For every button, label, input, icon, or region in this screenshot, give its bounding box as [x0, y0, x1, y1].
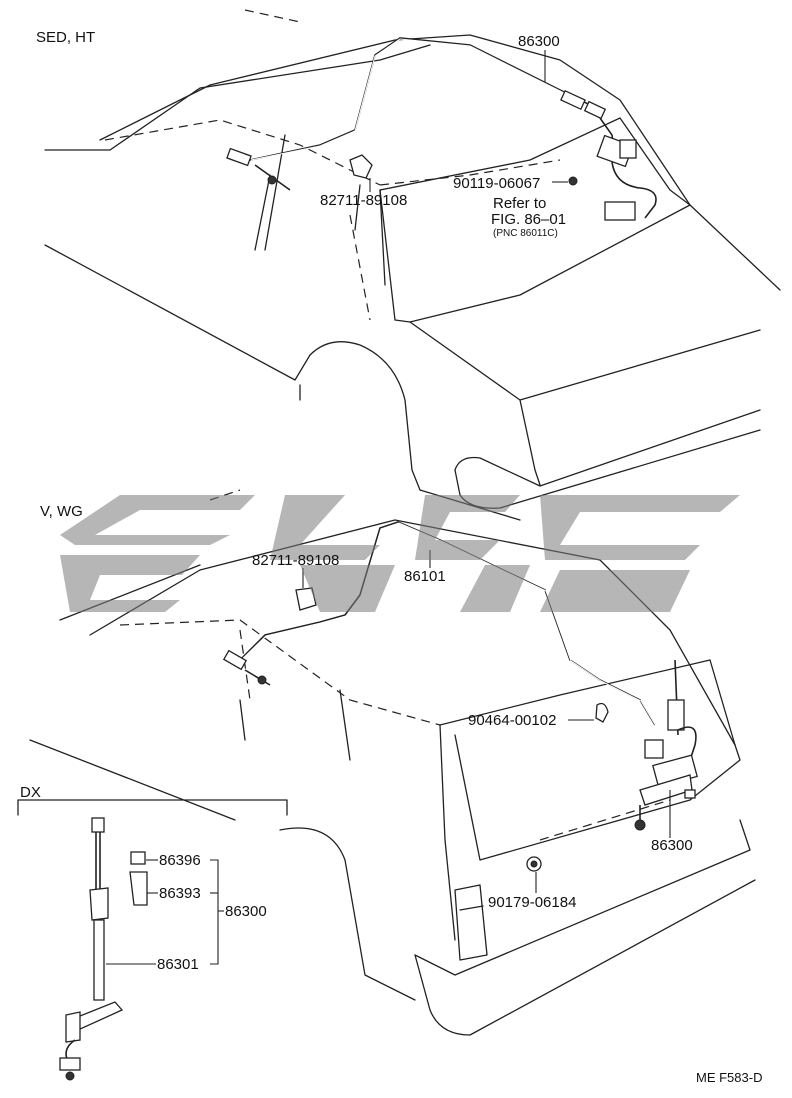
section-label-wagon: V, WG: [40, 503, 83, 520]
section-label-dx: DX: [20, 784, 41, 801]
part-label-sedan-antenna: 86300: [518, 33, 560, 50]
dx-antenna-assembly: [59, 817, 148, 1081]
part-label-dx-nut: 86393: [159, 885, 201, 902]
dx-bracket: [17, 799, 288, 816]
part-label-dx-cap: 86396: [159, 852, 201, 869]
section-label-sedan: SED, HT: [36, 29, 96, 46]
part-label-wagon-clip: 90464-00102: [468, 712, 557, 729]
reference-note-line1: Refer to: [493, 195, 547, 212]
figure-code: ME F583-D: [696, 1070, 763, 1085]
part-label-wagon-clamp: 82711-89108: [252, 552, 340, 569]
part-label-wagon-grommet: 90179-06184: [488, 894, 577, 911]
dx-leader-lines: [106, 859, 224, 965]
wagon-antenna-cable: [222, 521, 698, 872]
part-label-sedan-clamp: 82711-89108: [320, 192, 408, 209]
part-label-wagon-cable: 86101: [404, 568, 446, 585]
reference-note-line2: FIG. 86–01: [491, 211, 567, 228]
watermark-logo: [60, 495, 740, 612]
sedan-leader-lines: [369, 50, 568, 192]
sedan-antenna-cable: [226, 37, 657, 221]
part-label-dx-mast: 86301: [157, 956, 199, 973]
sedan-car-outline: [44, 9, 781, 521]
part-label-wagon-antenna: 86300: [651, 837, 693, 854]
part-label-dx-assembly: 86300: [225, 903, 267, 920]
part-label-sedan-bolt: 90119-06067: [453, 175, 541, 192]
reference-note-pnc: (PNC 86011C): [493, 228, 558, 239]
